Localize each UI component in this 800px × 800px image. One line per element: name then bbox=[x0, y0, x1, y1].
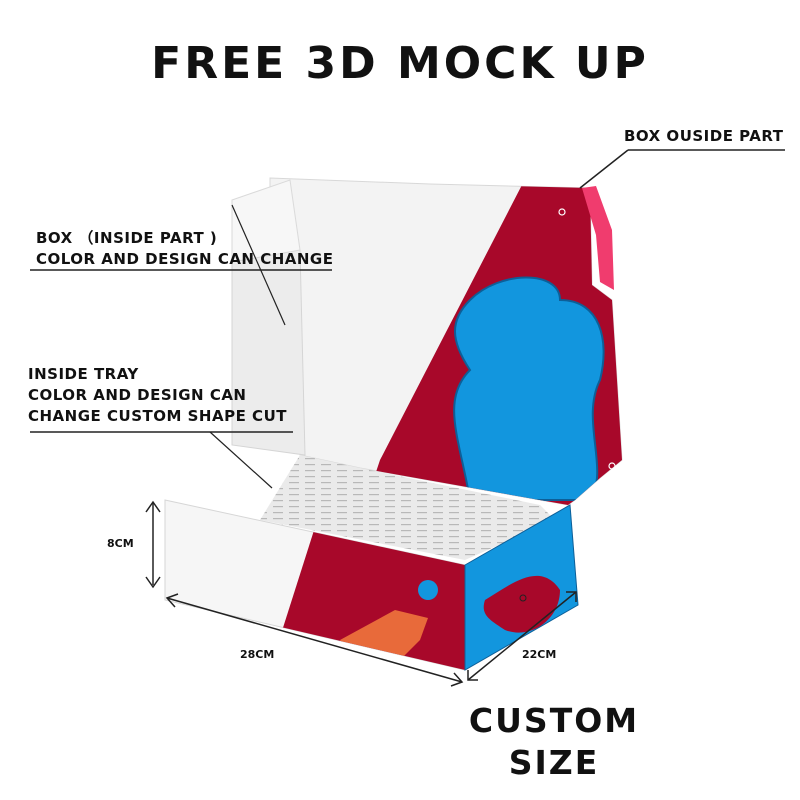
dimension-length-arrow bbox=[165, 593, 464, 687]
custom-size-label: CUSTOM SIZE bbox=[465, 700, 643, 784]
leader-line-outside bbox=[579, 149, 629, 189]
dimension-height-label: 8CM bbox=[107, 537, 134, 550]
decor-dot-icon bbox=[519, 594, 527, 602]
custom-size-line1: CUSTOM bbox=[468, 701, 640, 740]
dimension-height-arrow bbox=[145, 500, 161, 589]
leader-line-inside-tray bbox=[209, 431, 273, 489]
decor-dot-icon bbox=[558, 208, 566, 216]
callout-inside-part: BOX （INSIDE PART ) COLOR AND DESIGN CAN … bbox=[36, 228, 334, 270]
callout-outside-label: BOX OUSIDE PART bbox=[624, 127, 784, 145]
custom-size-line2: SIZE bbox=[508, 743, 600, 782]
page-title: FREE 3D MOCK UP bbox=[151, 38, 649, 89]
dimension-width-arrow bbox=[467, 591, 577, 681]
callout-inside-tray-line1: INSIDE TRAY bbox=[28, 365, 139, 383]
box-side-flap bbox=[582, 186, 614, 290]
callout-outside-part: BOX OUSIDE PART bbox=[624, 126, 784, 147]
tissue-paper bbox=[260, 455, 555, 560]
leader-line-inside-part bbox=[231, 204, 286, 326]
box-side-wall bbox=[464, 504, 579, 671]
callout-inside-part-line2: COLOR AND DESIGN CAN CHANGE bbox=[36, 250, 334, 268]
callout-inside-tray-line2: COLOR AND DESIGN CAN bbox=[28, 386, 247, 404]
dimension-width-label: 22CM bbox=[522, 648, 557, 661]
callout-inside-tray: INSIDE TRAY COLOR AND DESIGN CAN CHANGE … bbox=[28, 364, 287, 427]
decor-dot-icon bbox=[608, 462, 616, 470]
dimension-length-label: 28CM bbox=[240, 648, 275, 661]
callout-inside-tray-line3: CHANGE CUSTOM SHAPE CUT bbox=[28, 407, 287, 425]
callout-inside-part-line1: BOX （INSIDE PART ) bbox=[36, 229, 218, 247]
